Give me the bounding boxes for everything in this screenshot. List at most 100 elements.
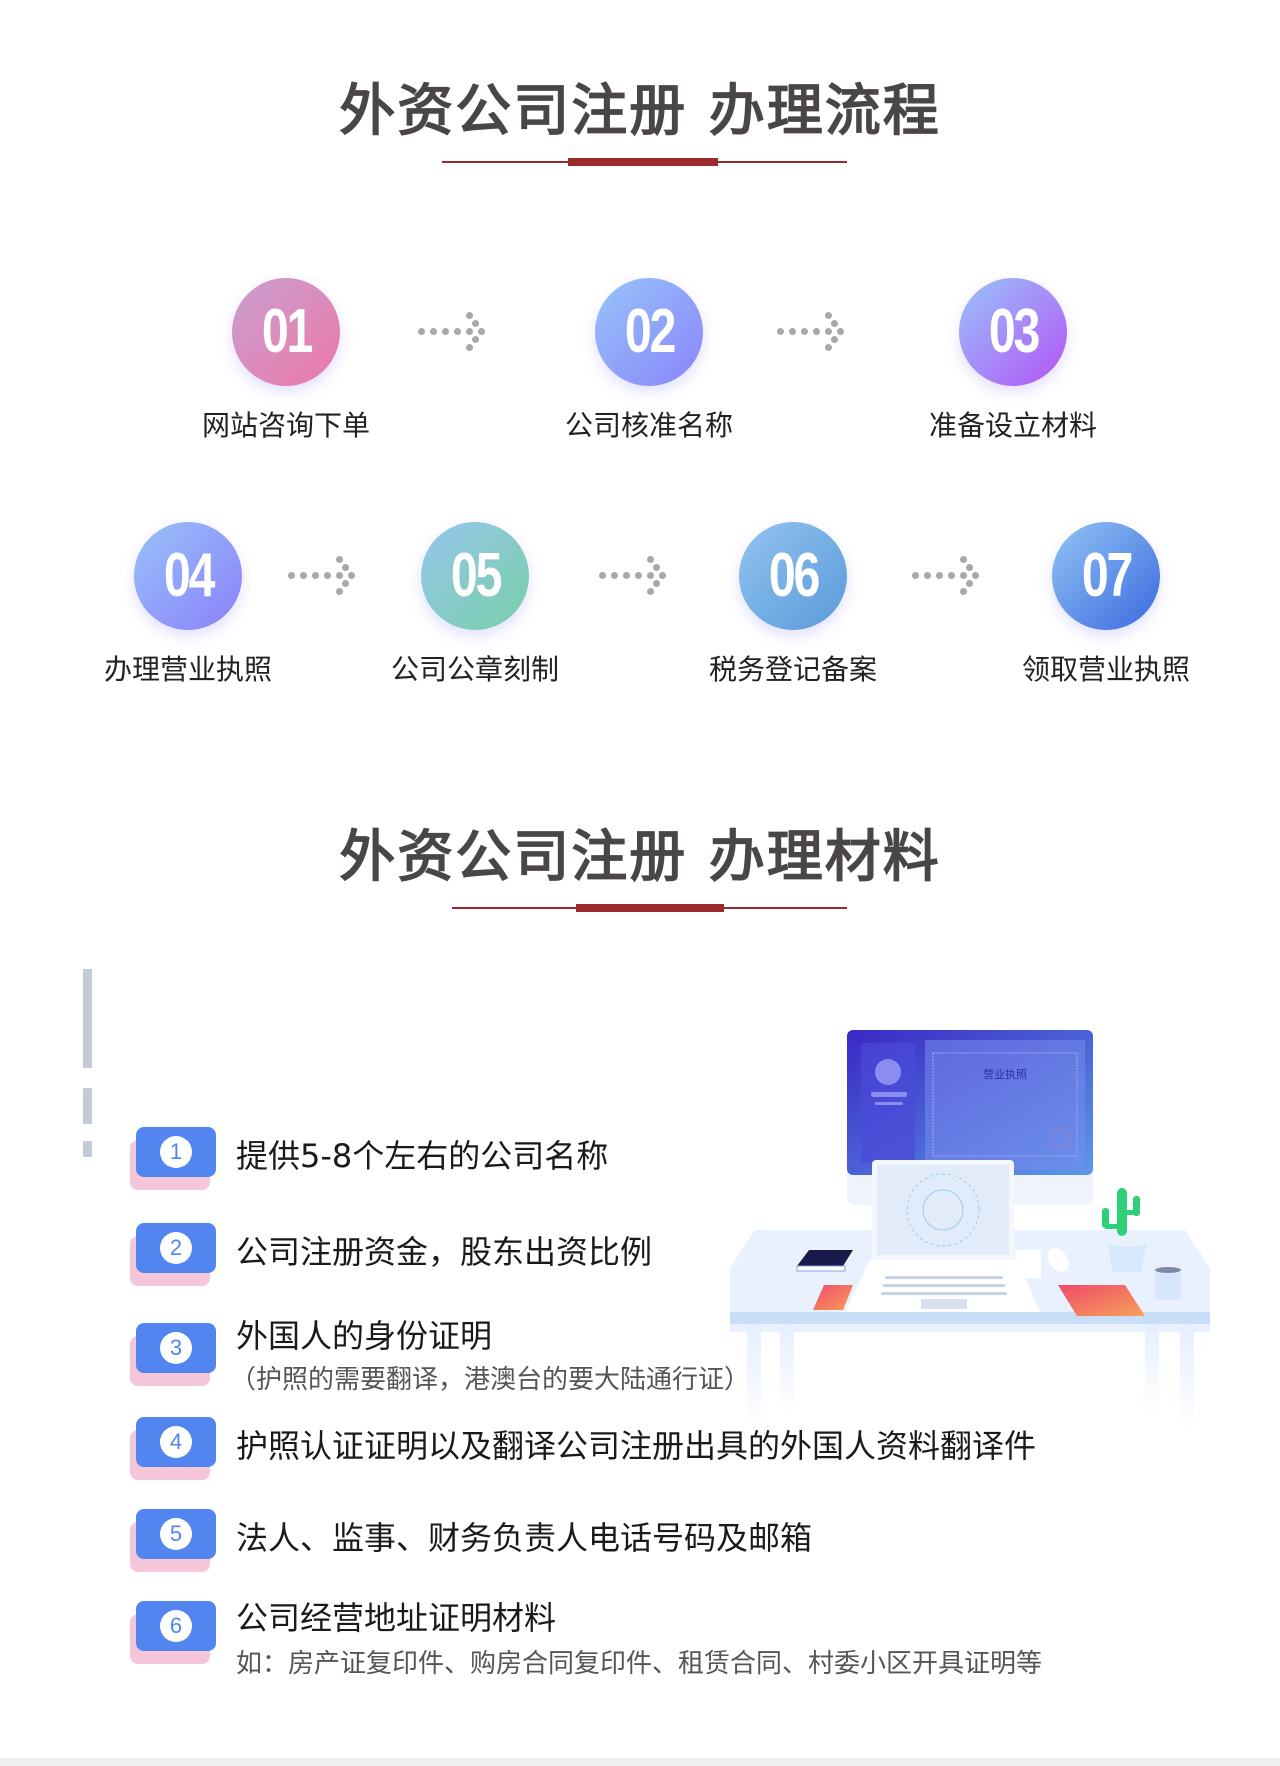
decorative-bar <box>83 969 92 1068</box>
dotted-arrow-icon <box>777 307 857 357</box>
arrow-dot <box>948 572 955 579</box>
arrow-dot <box>466 344 473 351</box>
arrow-dot <box>825 344 832 351</box>
arrow-dot <box>342 564 349 571</box>
arrow-dot <box>653 564 660 571</box>
material-text: 外国人的身份证明 <box>236 1317 493 1355</box>
process-step-2: 02 公司核准名称 <box>529 278 769 442</box>
arrow-dot <box>478 328 485 335</box>
process-step-4: 04 办理营业执照 <box>68 522 308 686</box>
arrow-dot <box>777 328 784 335</box>
arrow-dot <box>647 588 654 595</box>
arrow-dot <box>825 312 832 319</box>
material-text: 护照认证证明以及翻译公司注册出具的外国人资料翻译件 <box>236 1427 1037 1465</box>
arrow-dot <box>336 572 343 579</box>
arrow-dot <box>599 572 606 579</box>
arrow-dot <box>647 556 654 563</box>
number-badge: 5 <box>136 1509 216 1559</box>
badge-number: 1 <box>160 1136 192 1168</box>
process-title: 外资公司注册 办理流程 <box>339 79 941 144</box>
step-label: 网站咨询下单 <box>201 409 370 442</box>
dotted-arrow-icon <box>418 307 498 357</box>
number-badge: 6 <box>136 1601 216 1651</box>
badge-number: 3 <box>160 1332 192 1364</box>
number-badge: 1 <box>136 1127 216 1177</box>
dotted-arrow-icon <box>288 551 368 601</box>
material-text: 提供5-8个左右的公司名称 <box>236 1137 609 1175</box>
arrow-dot <box>825 328 832 335</box>
arrow-dot <box>936 572 943 579</box>
step-label: 领取营业执照 <box>1021 653 1190 686</box>
arrow-dot <box>472 320 479 327</box>
arrow-dot <box>831 320 838 327</box>
step-number: 02 <box>624 297 675 366</box>
arrow-dot <box>653 580 660 587</box>
office-desk-illustration: 营业执照 <box>725 1020 1210 1430</box>
step-label: 税务登记备案 <box>708 653 877 686</box>
dotted-arrow-icon <box>599 551 679 601</box>
step-number-circle: 03 <box>959 278 1067 386</box>
arrow-dot <box>288 572 295 579</box>
step-label: 办理营业执照 <box>103 653 272 686</box>
decorative-bar <box>83 1088 92 1124</box>
materials-title-rule-accent <box>576 904 724 912</box>
step-number: 01 <box>261 297 312 366</box>
material-subtext: （护照的需要翻译，港澳台的要大陆通行证） <box>230 1365 751 1395</box>
process-step-3: 03 准备设立材料 <box>893 278 1133 442</box>
arrow-dot <box>348 572 355 579</box>
step-number: 07 <box>1081 541 1132 610</box>
arrow-dot <box>442 328 449 335</box>
badge-number: 5 <box>160 1518 192 1550</box>
arrow-dot <box>336 556 343 563</box>
number-badge: 2 <box>136 1223 216 1273</box>
decorative-bar <box>83 1141 92 1157</box>
badge-number: 2 <box>160 1232 192 1264</box>
arrow-dot <box>430 328 437 335</box>
step-label: 公司核准名称 <box>564 409 733 442</box>
step-number: 03 <box>988 297 1039 366</box>
step-number-circle: 06 <box>739 522 847 630</box>
arrow-dot <box>659 572 666 579</box>
arrow-dot <box>635 572 642 579</box>
arrow-dot <box>789 328 796 335</box>
step-number-circle: 02 <box>595 278 703 386</box>
step-label: 准备设立材料 <box>928 409 1097 442</box>
arrow-dot <box>960 572 967 579</box>
material-subtext: 如：房产证复印件、购房合同复印件、租赁合同、村委小区开具证明等 <box>236 1649 1043 1679</box>
dotted-arrow-icon <box>912 551 992 601</box>
arrow-dot <box>647 572 654 579</box>
process-step-1: 01 网站咨询下单 <box>166 278 406 442</box>
step-number: 06 <box>768 541 819 610</box>
arrow-dot <box>831 336 838 343</box>
step-number-circle: 04 <box>134 522 242 630</box>
process-step-5: 05 公司公章刻制 <box>355 522 595 686</box>
arrow-dot <box>912 572 919 579</box>
arrow-dot <box>466 328 473 335</box>
bottom-divider <box>0 1758 1280 1766</box>
badge-number: 4 <box>160 1426 192 1458</box>
arrow-dot <box>312 572 319 579</box>
arrow-dot <box>336 588 343 595</box>
step-number-circle: 07 <box>1052 522 1160 630</box>
arrow-dot <box>611 572 618 579</box>
arrow-dot <box>924 572 931 579</box>
number-badge: 3 <box>136 1323 216 1373</box>
arrow-dot <box>972 572 979 579</box>
arrow-dot <box>966 580 973 587</box>
material-text: 法人、监事、财务负责人电话号码及邮箱 <box>236 1519 813 1557</box>
materials-title: 外资公司注册 办理材料 <box>339 825 941 890</box>
arrow-dot <box>324 572 331 579</box>
arrow-dot <box>342 580 349 587</box>
process-step-6: 06 税务登记备案 <box>673 522 913 686</box>
arrow-dot <box>801 328 808 335</box>
step-number: 04 <box>163 541 214 610</box>
arrow-dot <box>418 328 425 335</box>
step-number-circle: 01 <box>232 278 340 386</box>
process-step-7: 07 领取营业执照 <box>986 522 1226 686</box>
arrow-dot <box>300 572 307 579</box>
arrow-dot <box>837 328 844 335</box>
arrow-dot <box>966 564 973 571</box>
material-text: 公司经营地址证明材料 <box>236 1599 557 1637</box>
step-number-circle: 05 <box>421 522 529 630</box>
arrow-dot <box>623 572 630 579</box>
